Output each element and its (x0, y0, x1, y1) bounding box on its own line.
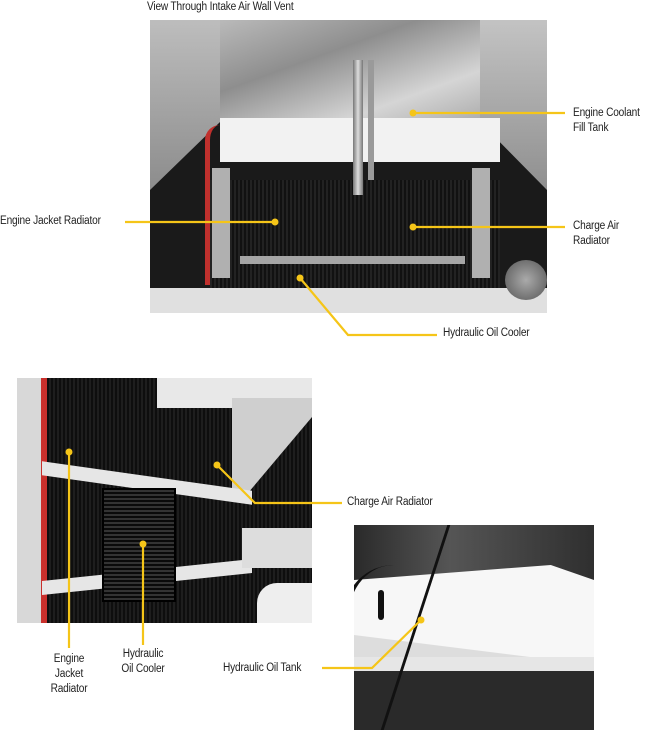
callout-dot (271, 218, 279, 226)
photo-hydraulic-tank (354, 525, 594, 730)
callout-dot (296, 274, 304, 282)
label-engine-jacket-radiator: Engine Jacket Radiator (0, 215, 101, 227)
label-line: Engine (53, 653, 85, 665)
label-charge-air-radiator: Charge Air Radiator (573, 219, 619, 249)
photo-intake-vent-view (150, 20, 547, 313)
callout-dot (417, 616, 425, 624)
label-line: Radiator (50, 683, 88, 695)
leader-hydraulic-oil-cooler (299, 277, 437, 337)
label-line: Oil Cooler (121, 663, 165, 675)
label-line: Radiator (573, 235, 610, 247)
callout-dot (409, 109, 417, 117)
callout-dot (213, 461, 221, 469)
label-engine-jacket-radiator-2: Engine Jacket Radiator (43, 652, 96, 697)
label-line: Engine Coolant (573, 107, 640, 119)
label-charge-air-radiator-2: Charge Air Radiator (347, 496, 433, 508)
label-line: Fill Tank (573, 122, 609, 134)
label-line: Jacket (54, 668, 84, 680)
callout-dot (139, 540, 147, 548)
callout-dot (409, 223, 417, 231)
leader-hydraulic-oil-tank (322, 619, 422, 670)
label-hydraulic-oil-cooler-2: Hydraulic Oil Cooler (112, 647, 174, 677)
photo-radiator-side-view (17, 378, 312, 623)
figure-title: View Through Intake Air Wall Vent (147, 1, 294, 13)
callout-dot (65, 448, 73, 456)
label-line: Hydraulic (122, 648, 164, 660)
leader-charge-air-radiator-2 (216, 464, 342, 505)
label-line: Charge Air (573, 220, 620, 232)
label-engine-coolant-fill-tank: Engine Coolant Fill Tank (573, 106, 640, 136)
label-hydraulic-oil-tank: Hydraulic Oil Tank (223, 662, 302, 674)
label-hydraulic-oil-cooler: Hydraulic Oil Cooler (443, 327, 530, 339)
